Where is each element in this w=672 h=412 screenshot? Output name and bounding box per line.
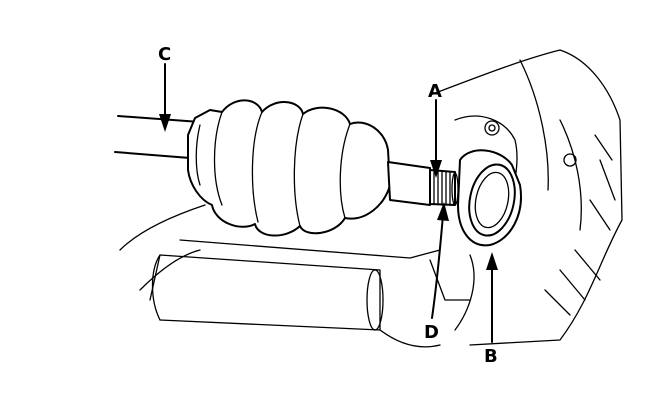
callout-label-c: C (158, 44, 171, 65)
oil-seal (457, 149, 522, 247)
callout-label-b: B (484, 346, 498, 367)
drive-shaft (114, 115, 201, 159)
callout-label-d: D (424, 322, 439, 343)
transmission-housing (429, 49, 623, 346)
engine-body (119, 204, 441, 348)
spline-shaft (387, 161, 459, 206)
callout-arrows (159, 63, 498, 343)
cv-joint-boot (187, 99, 391, 237)
callout-label-a: A (428, 81, 442, 102)
